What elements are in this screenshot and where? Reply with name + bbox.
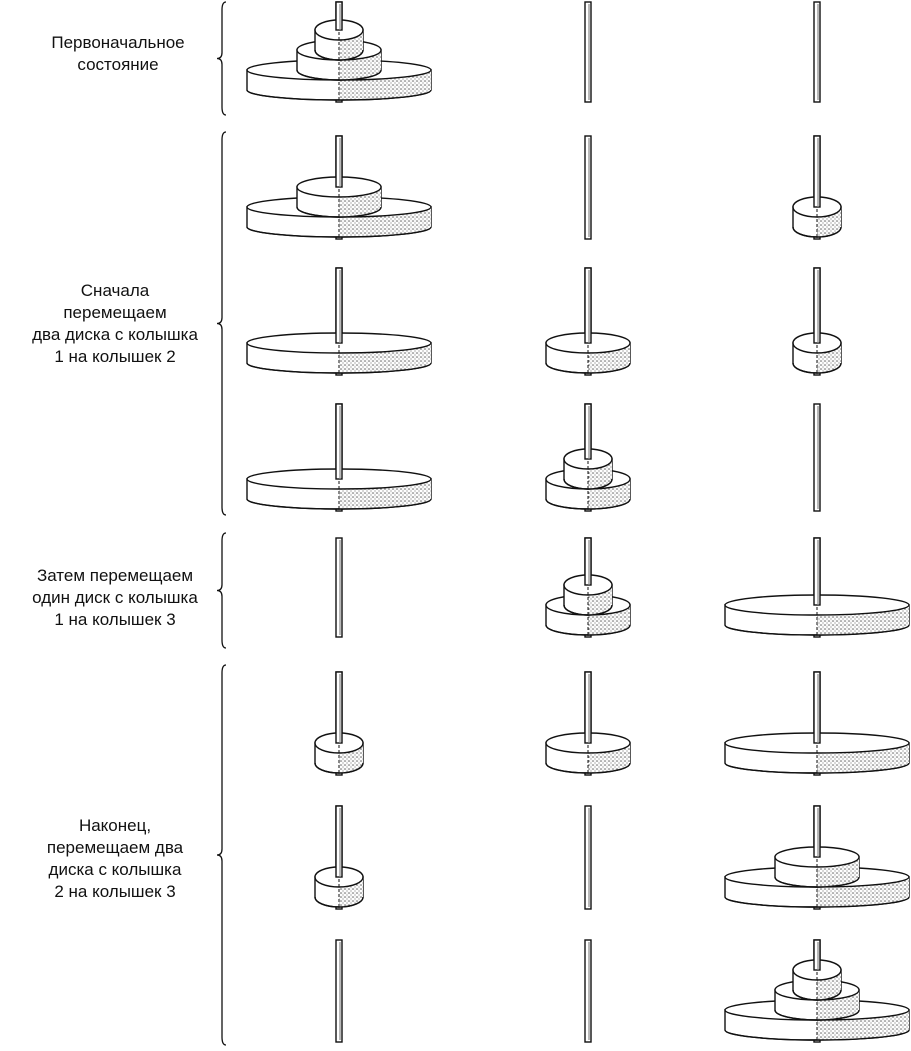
section-label-initial: Первоначальное состояние — [51, 33, 185, 74]
step-row — [246, 403, 821, 512]
peg-rod-top — [584, 537, 592, 586]
section-brace — [216, 664, 227, 1046]
peg-rod — [584, 1, 592, 103]
peg-1 — [314, 671, 364, 776]
peg-1 — [246, 135, 432, 240]
peg-3 — [724, 537, 910, 638]
step-row — [314, 805, 910, 910]
peg-rod-top — [335, 135, 343, 188]
peg-2 — [545, 403, 631, 512]
peg-rod — [813, 1, 821, 103]
peg-rod — [584, 135, 592, 240]
peg-rod-top — [813, 135, 821, 208]
peg-1 — [314, 805, 364, 910]
peg-1 — [246, 267, 432, 376]
peg-rod — [584, 939, 592, 1043]
peg-2 — [584, 805, 592, 910]
peg-1 — [335, 939, 343, 1043]
peg-rod — [813, 403, 821, 512]
peg-1 — [246, 1, 432, 103]
peg-rod-top — [335, 267, 343, 344]
peg-3 — [724, 805, 910, 910]
peg-rod-top — [813, 939, 821, 971]
disk-3 — [246, 332, 432, 374]
step-row — [246, 135, 842, 240]
disk-3 — [724, 866, 910, 908]
step-rows — [246, 1, 910, 1043]
peg-3 — [724, 671, 910, 776]
peg-1 — [335, 537, 343, 638]
disk-3 — [724, 999, 910, 1041]
peg-2 — [584, 939, 592, 1043]
disk-2 — [545, 732, 631, 774]
peg-rod-top — [584, 403, 592, 460]
peg-rod — [335, 939, 343, 1043]
peg-1 — [246, 403, 432, 512]
peg-3 — [792, 135, 842, 240]
step-row — [335, 939, 910, 1043]
section-brace — [216, 131, 227, 516]
disk-2 — [545, 332, 631, 374]
peg-3 — [792, 267, 842, 376]
peg-rod-top — [813, 805, 821, 858]
step-row — [246, 267, 842, 376]
peg-rod — [584, 805, 592, 910]
peg-rod-top — [813, 671, 821, 744]
section-brace — [216, 1, 227, 116]
peg-rod — [335, 537, 343, 638]
peg-rod-top — [335, 403, 343, 480]
peg-2 — [545, 267, 631, 376]
peg-3 — [813, 1, 821, 103]
step-row — [246, 1, 821, 103]
peg-rod-top — [335, 805, 343, 878]
peg-2 — [545, 537, 631, 638]
section-label-phase3: Наконец, перемещаем два диска с колышка … — [46, 816, 184, 901]
peg-2 — [545, 671, 631, 776]
peg-3 — [724, 939, 910, 1043]
peg-3 — [813, 403, 821, 512]
peg-rod-top — [813, 267, 821, 344]
peg-rod-top — [335, 671, 343, 744]
section-label-phase1: Сначала перемещаем два диска с колышка 1… — [32, 281, 198, 366]
peg-2 — [584, 1, 592, 103]
disk-1 — [792, 196, 842, 238]
disk-2 — [296, 176, 382, 218]
disk-3 — [246, 196, 432, 238]
peg-rod-top — [813, 537, 821, 606]
peg-2 — [584, 135, 592, 240]
peg-rod-top — [584, 671, 592, 744]
peg-rod-top — [335, 1, 343, 31]
section-brace — [216, 532, 227, 649]
section-label-phase2: Затем перемещаем один диск с колышка 1 н… — [32, 566, 198, 629]
section-braces — [216, 1, 227, 1046]
step-row — [335, 537, 910, 638]
peg-rod-top — [584, 267, 592, 344]
step-row — [314, 671, 910, 776]
